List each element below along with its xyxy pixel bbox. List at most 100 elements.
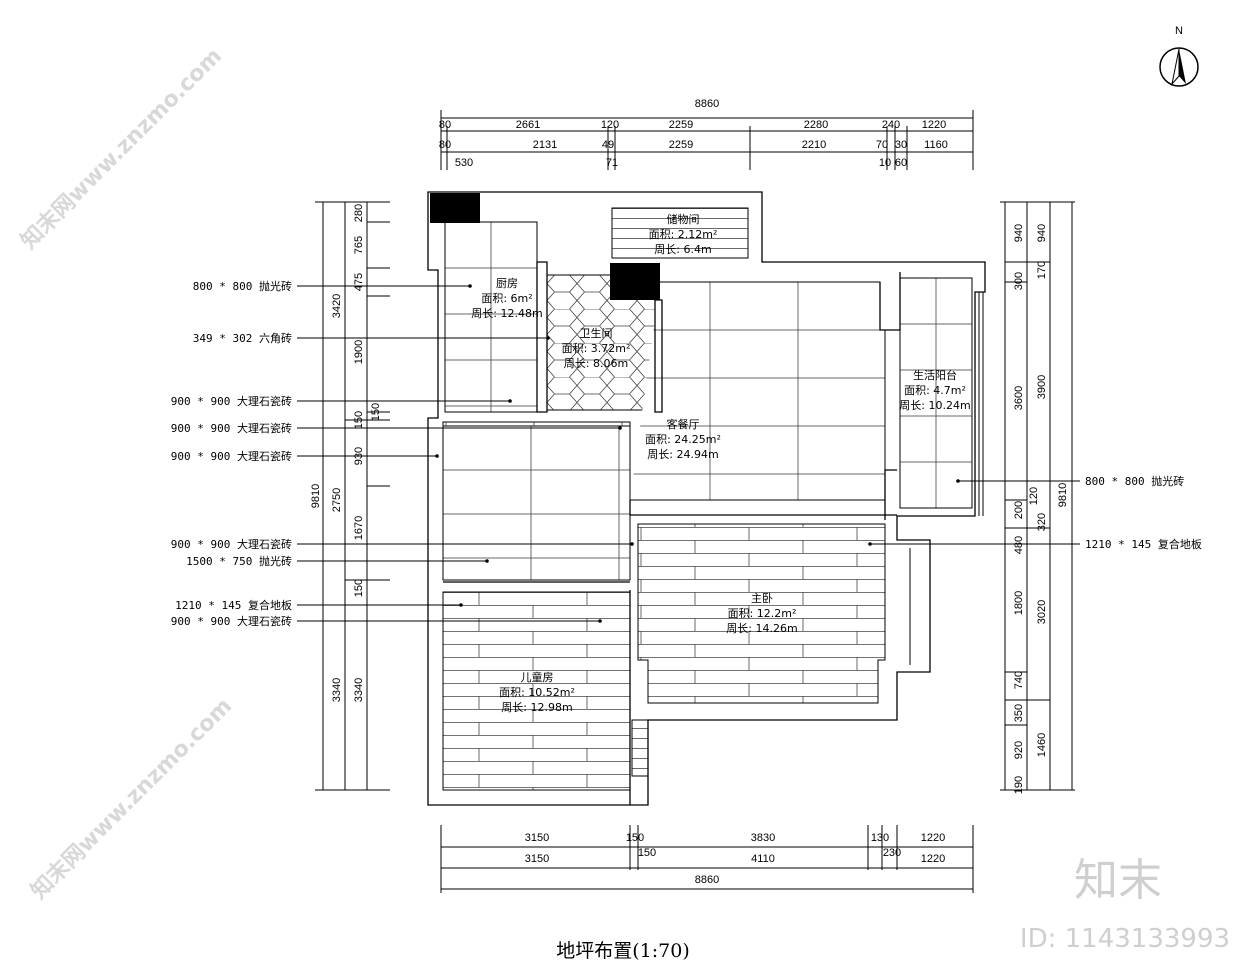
watermark-text: 知末网www.znzmo.com — [16, 43, 227, 254]
room-area: 面积: 3.72m² — [562, 342, 631, 355]
room-name: 储物间 — [667, 212, 700, 226]
dimension-label: 190 — [1013, 776, 1025, 794]
dimension-label: 3830 — [751, 832, 775, 844]
leader-dot — [485, 559, 489, 563]
dimension-label: 1460 — [1036, 733, 1048, 757]
watermark-text: 知末网www.znzmo.com — [26, 693, 237, 904]
dimension-label: 130 — [871, 832, 889, 844]
dimension-label: 3340 — [353, 678, 365, 702]
dimension-label: 2750 — [331, 488, 343, 512]
dimension-label: 1220 — [921, 832, 945, 844]
dimension-label: 2259 — [669, 139, 693, 151]
leader-dot — [956, 479, 960, 483]
room-perimeter: 周长: 10.24m — [899, 399, 970, 412]
room-area: 面积: 4.7m² — [904, 384, 966, 397]
dimension-label: 1670 — [353, 516, 365, 540]
dimension-label: 80 — [439, 119, 451, 131]
room-name: 生活阳台 — [913, 368, 957, 382]
child-room-floor — [442, 591, 631, 791]
material-callout-label: 900 * 900 大理石瓷砖 — [171, 449, 292, 463]
dimension-label: 150 — [638, 847, 656, 859]
room-name: 卫生间 — [580, 326, 613, 340]
drawing-title: 地坪布置(1:70) — [556, 940, 690, 962]
material-callouts: 800 * 800 抛光砖 349 * 302 六角砖 900 * 900 大理石瓷… — [171, 279, 1202, 628]
balcony-floor — [899, 277, 973, 509]
dimension-label: 8860 — [695, 98, 719, 110]
door-sill — [631, 719, 649, 777]
north-arrow-icon — [1179, 49, 1186, 84]
dimension-label: 2259 — [669, 119, 693, 131]
leader-dot — [546, 336, 550, 340]
dimension-label: 1900 — [353, 340, 365, 364]
storage-floor — [611, 207, 749, 259]
room-perimeter: 周长: 6.4m — [654, 243, 711, 256]
dimension-label: 2280 — [804, 119, 828, 131]
material-callout-label: 900 * 900 大理石瓷砖 — [171, 394, 292, 408]
dimension-label: 1220 — [922, 119, 946, 131]
room-area: 面积: 6m² — [481, 292, 532, 305]
dimension-label: 240 — [882, 119, 900, 131]
dimension-label: 740 — [1013, 671, 1025, 689]
room-name: 厨房 — [496, 277, 518, 290]
dimension-label: 320 — [1036, 513, 1048, 531]
dimension-label: 3150 — [525, 853, 549, 865]
dimension-label: 49 — [602, 139, 614, 151]
dimension-label: 71 — [606, 157, 618, 169]
watermarks: 知末网www.znzmo.com 知末网www.znzmo.com — [16, 43, 237, 904]
dimension-label: 9810 — [1057, 483, 1069, 507]
dimension-label: 9810 — [310, 484, 322, 508]
leader-dot — [508, 399, 512, 403]
dimension-label: 300 — [1013, 272, 1025, 290]
dimension-label: 920 — [1013, 741, 1025, 759]
dimension-label: 2131 — [533, 139, 557, 151]
dimension-label: 350 — [1013, 704, 1025, 722]
room-area: 面积: 12.2m² — [728, 607, 797, 620]
dimension-label: 230 — [883, 847, 901, 859]
material-callout-label: 800 * 800 抛光砖 — [193, 279, 292, 293]
dimension-label: 2210 — [802, 139, 826, 151]
dimension-label: 3150 — [525, 832, 549, 844]
watermark-id: ID: 1143133993 — [1020, 924, 1230, 954]
dimension-label: 1220 — [921, 853, 945, 865]
room-name: 儿童房 — [521, 670, 554, 684]
dimension-label: 530 — [455, 157, 473, 169]
leader-dot — [468, 284, 472, 288]
dimension-label: 280 — [353, 204, 365, 222]
leader-dot — [618, 426, 622, 430]
dimension-label: 480 — [1013, 536, 1025, 554]
column-block — [610, 263, 660, 300]
material-callout-label: 1210 * 145 复合地板 — [1085, 537, 1202, 551]
watermark-brand: 知末 — [1074, 855, 1162, 906]
dimension-label: 1800 — [1013, 591, 1025, 615]
room-name: 主卧 — [751, 592, 773, 605]
compass-icon — [1159, 47, 1199, 87]
dimension-label: 3020 — [1036, 600, 1048, 624]
inner-wall — [443, 261, 901, 805]
dimension-label: 2661 — [516, 119, 540, 131]
dimension-label: 3420 — [331, 294, 343, 318]
north-label: N — [1175, 25, 1183, 37]
dimension-label: 475 — [353, 273, 365, 291]
material-callout-label: 900 * 900 大理石瓷砖 — [171, 421, 292, 435]
material-callout-label: 349 * 302 六角砖 — [193, 331, 292, 345]
north-arrow-icon — [1171, 48, 1180, 86]
material-callout-label: 800 * 800 抛光砖 — [1085, 474, 1184, 488]
room-area: 面积: 10.52m² — [499, 686, 575, 699]
dimension-label: 150 — [626, 832, 644, 844]
leader-dot — [459, 603, 463, 607]
corridor-floor — [442, 425, 631, 581]
column-block — [430, 193, 480, 223]
dimension-label: 120 — [1028, 487, 1040, 505]
dimension-label: 150 — [353, 579, 365, 597]
dimension-label: 70 — [876, 139, 888, 151]
leader-dot — [868, 542, 872, 546]
dimension-label: 120 — [601, 119, 619, 131]
master-bedroom-floor — [637, 523, 886, 704]
dimension-label: 30 — [895, 139, 907, 151]
material-callout-label: 1210 * 145 复合地板 — [175, 598, 292, 612]
material-callout-label: 1500 * 750 抛光砖 — [186, 554, 292, 568]
window — [897, 292, 984, 673]
